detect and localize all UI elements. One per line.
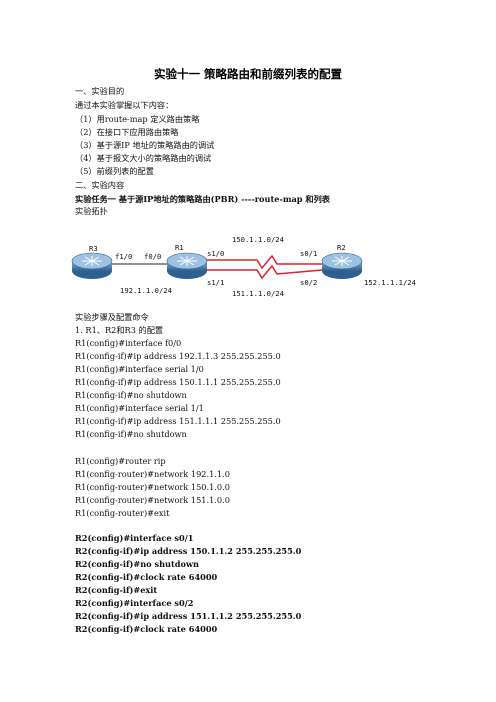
- purpose-heading: 一、实验目的: [75, 86, 125, 96]
- config-line: R1(config-if)#ip address 192.1.1.3 255.2…: [75, 351, 281, 361]
- label-net-right: 152.1.1.1/24: [364, 278, 416, 287]
- task-title: 实验任务一 基于源IP地址的策略路由(PBR) ----route-map 和列…: [75, 194, 330, 204]
- config-line: R1(config-router)#network 150.1.0.0: [75, 482, 230, 492]
- content-heading: 二、实验内容: [75, 180, 125, 190]
- label-net-left: 192.1.1.0/24: [120, 286, 172, 295]
- purpose-intro: 通过本实验掌握以下内容：: [75, 100, 174, 110]
- topology-label: 实验拓扑: [75, 206, 108, 216]
- config-line: R2(config-if)#no shutdown: [75, 559, 199, 569]
- config-line: R2(config-if)#clock rate 64000: [75, 572, 218, 582]
- label-s11: s1/1: [207, 278, 224, 287]
- label-s10: s1/0: [207, 249, 224, 258]
- config-line: R1(config-if)#no shutdown: [75, 390, 187, 400]
- router-icon: [166, 252, 208, 279]
- config-line: R1(config-if)#ip address 151.1.1.1 255.2…: [75, 416, 281, 426]
- label-s02: s0/2: [300, 278, 317, 287]
- config-line: R1(config)#interface serial 1/0: [75, 364, 204, 374]
- config-line: R1(config)#interface f0/0: [75, 338, 182, 348]
- config-line: R1(config-if)#no shutdown: [75, 429, 187, 439]
- label-r1: R1: [175, 243, 184, 252]
- purpose-item: （3）基于源IP 地址的策略路由的调试: [75, 140, 215, 150]
- config-line: R1(config)#interface serial 1/1: [75, 403, 204, 413]
- config-line: R1(config-router)#network 192.1.1.0: [75, 469, 230, 479]
- config-line: R2(config-if)#exit: [75, 585, 158, 595]
- label-r2: R2: [337, 243, 346, 252]
- config-line: R2(config-if)#ip address 151.1.1.2 255.2…: [75, 611, 302, 621]
- config-line: R1(config-if)#ip address 150.1.1.1 255.2…: [75, 377, 281, 387]
- serial-link-top: [202, 254, 322, 270]
- purpose-item: （1）用route-map 定义路由策略: [75, 114, 200, 124]
- config-line: R2(config)#interface s0/2: [75, 598, 194, 608]
- label-f10: f1/0: [115, 252, 132, 261]
- config-line: R1(config-router)#exit: [75, 508, 170, 518]
- config-line: R1(config)#router rip: [75, 456, 166, 466]
- purpose-item: （5）前缀列表的配置: [75, 166, 154, 176]
- config-line: R2(config)#interface s0/1: [75, 533, 194, 543]
- network-topology-diagram: R3 R1 R2 f1/0 f0/0 s1/0 s1/1 s0/1 s0/2 1…: [71, 235, 416, 298]
- step-1: 1. R1、R2和R3 的配置: [75, 325, 164, 335]
- steps-heading: 实验步骤及配置命令: [75, 312, 149, 322]
- label-net-bottom: 151.1.1.0/24: [232, 289, 284, 298]
- serial-link-bottom: [202, 264, 323, 280]
- config-line: R2(config-if)#ip address 150.1.1.2 255.2…: [75, 546, 302, 556]
- label-net-top: 150.1.1.0/24: [232, 235, 284, 244]
- config-line: R1(config-router)#network 151.1.0.0: [75, 495, 230, 505]
- purpose-item: （4）基于报文大小的策略路由的调试: [75, 153, 212, 163]
- label-s01: s0/1: [300, 249, 317, 258]
- router-icon: [71, 252, 113, 279]
- purpose-item: （2）在接口下应用路由策略: [75, 127, 179, 137]
- label-f00: f0/0: [144, 252, 161, 261]
- router-icon: [321, 252, 363, 279]
- config-line: R2(config-if)#clock rate 64000: [75, 624, 218, 634]
- page-title: 实验十一 策略路由和前缀列表的配置: [153, 67, 342, 81]
- label-r3: R3: [89, 244, 98, 253]
